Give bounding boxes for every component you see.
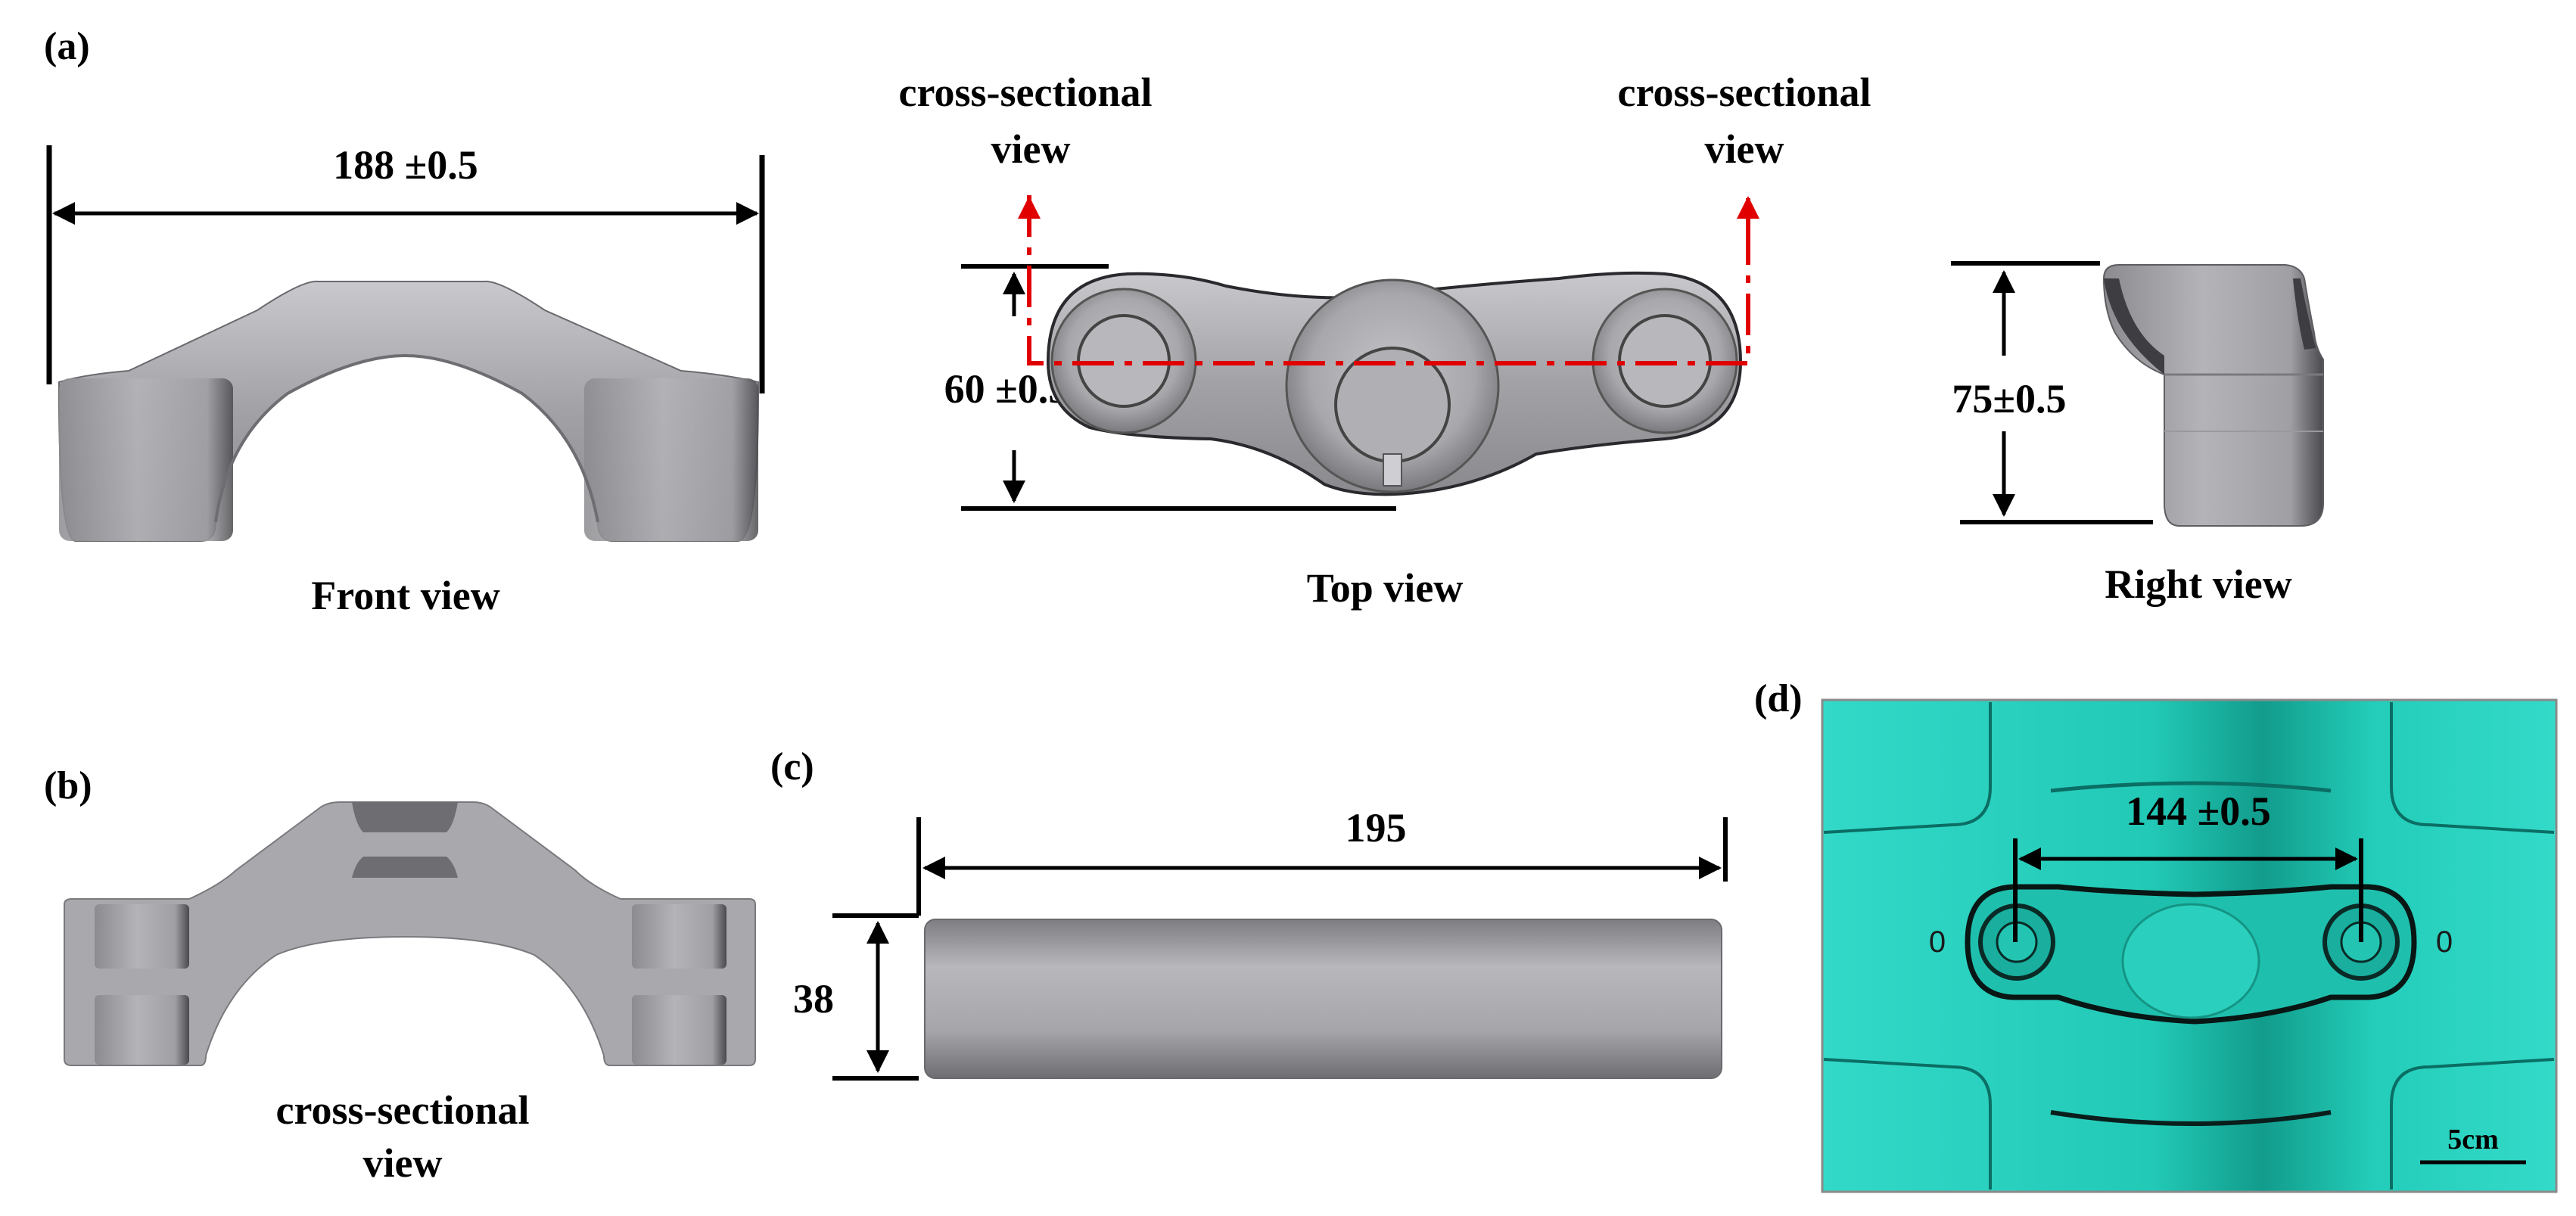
cross-section-part — [64, 801, 756, 1066]
front-view-caption: Front view — [311, 573, 499, 618]
die-view: 144 ±0.5 0 0 5cm — [1821, 698, 2558, 1193]
right-height-dimension: 75±0.5 — [1952, 376, 2066, 421]
section-label-right-line2: view — [1705, 126, 1784, 172]
section-label-right-line1: cross-sectional — [1618, 70, 1871, 115]
cross-section-view: cross-sectional view — [64, 801, 756, 1186]
panel-label-b: (b) — [44, 764, 92, 807]
panel-label-c: (c) — [770, 745, 814, 788]
top-view: 60 ±0.5 cross-sectional view cross-secti… — [899, 70, 1871, 611]
right-view: 75±0.5 Right view — [1951, 261, 2324, 607]
scale-bar-label: 5cm — [2447, 1124, 2499, 1155]
billet-rod — [924, 919, 1722, 1079]
die-span-dimension: 144 ±0.5 — [2126, 788, 2271, 834]
front-width-dimension: 188 ±0.5 — [333, 142, 478, 188]
die-right-mark: 0 — [2436, 925, 2453, 959]
section-line — [1027, 195, 1750, 365]
right-view-caption: Right view — [2105, 561, 2291, 607]
billet-view: 195 38 — [793, 805, 1728, 1081]
billet-diameter-dimension: 38 — [793, 976, 834, 1022]
cross-section-caption-line1: cross-sectional — [276, 1087, 530, 1133]
panel-label-a: (a) — [44, 25, 90, 68]
section-label-left-line1: cross-sectional — [899, 70, 1153, 115]
die-left-mark: 0 — [1929, 925, 1946, 959]
cross-section-caption-line2: view — [363, 1140, 443, 1186]
right-view-part — [2102, 264, 2324, 527]
billet-length-dimension: 195 — [1346, 805, 1407, 851]
section-label-left-line2: view — [991, 126, 1071, 172]
top-view-caption: Top view — [1307, 565, 1464, 611]
panel-label-d: (d) — [1754, 677, 1803, 720]
front-view: 188 ±0.5 Front view — [46, 142, 765, 618]
